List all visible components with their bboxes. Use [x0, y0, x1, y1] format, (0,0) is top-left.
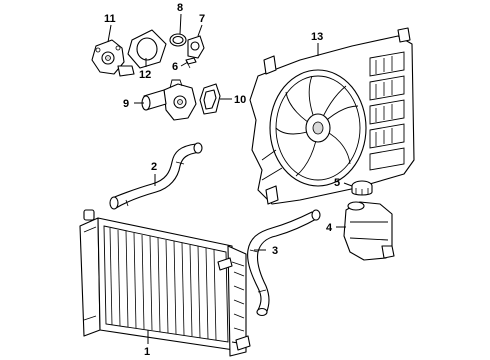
callout-11: 11 [104, 13, 116, 25]
coolant-sensor [187, 35, 205, 59]
leader-lines [107, 13, 353, 344]
radiator [79, 209, 251, 357]
outlet-seal [127, 29, 167, 69]
bolt [185, 57, 197, 69]
callout-1: 1 [144, 346, 150, 358]
upper-radiator-hose [109, 142, 203, 210]
lower-radiator-hose [247, 209, 321, 317]
callout-5: 5 [334, 177, 340, 189]
callout-12: 12 [139, 69, 151, 81]
o-ring [169, 33, 187, 47]
callout-4: 4 [326, 222, 333, 234]
reservoir-cap [351, 180, 373, 196]
water-outlet [91, 39, 135, 77]
callout-6: 6 [172, 61, 178, 73]
callout-8: 8 [177, 2, 183, 14]
callout-3: 3 [272, 245, 278, 257]
callout-labels: 1 2 3 4 5 6 7 8 9 10 11 12 13 [104, 2, 340, 358]
callout-2: 2 [151, 161, 157, 173]
fan-shroud-assembly [249, 27, 415, 205]
callout-13: 13 [311, 31, 323, 43]
thermostat-housing [141, 79, 197, 121]
housing-gasket [199, 83, 221, 115]
callout-7: 7 [199, 13, 205, 25]
callout-9: 9 [123, 98, 129, 110]
callout-10: 10 [234, 94, 246, 106]
coolant-reservoir [343, 201, 395, 261]
